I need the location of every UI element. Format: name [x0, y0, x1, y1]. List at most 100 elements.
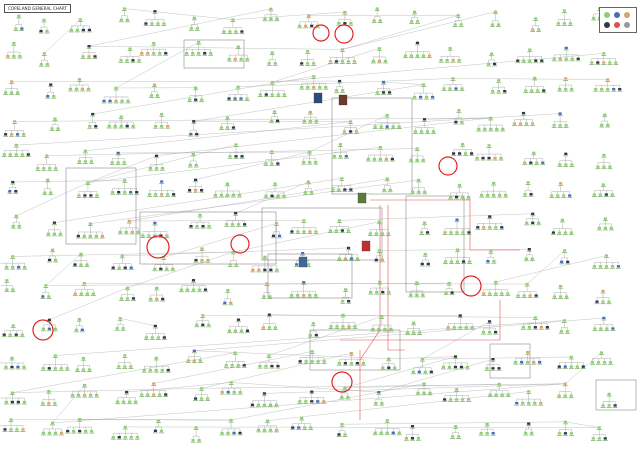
name-caption: [590, 440, 596, 441]
person-node: [566, 260, 570, 264]
person-node: [245, 97, 249, 100]
cross-link-line: [120, 318, 156, 327]
person-node: [443, 260, 448, 263]
name-caption: [19, 30, 25, 31]
name-caption: [13, 217, 19, 219]
name-caption: [521, 62, 527, 64]
name-caption: [342, 389, 348, 391]
name-caption: [116, 193, 122, 195]
person-node: [232, 431, 236, 435]
person-node: [506, 292, 510, 295]
highlight-circle: [312, 24, 330, 42]
name-caption: [1, 156, 7, 157]
name-caption: [442, 401, 447, 402]
name-caption: [337, 82, 343, 84]
name-caption: [75, 237, 81, 239]
name-caption: [101, 102, 107, 104]
person-node: [118, 230, 122, 234]
name-caption: [372, 434, 378, 436]
person-node: [302, 219, 306, 222]
person-node: [3, 133, 8, 136]
person-node: [152, 83, 157, 86]
name-caption: [196, 54, 202, 56]
person-node: [261, 326, 265, 329]
name-caption: [612, 407, 618, 408]
person-node: [361, 361, 366, 365]
person-node: [610, 265, 615, 268]
person-node: [95, 194, 99, 197]
name-caption: [224, 225, 230, 227]
name-caption: [193, 181, 198, 183]
person-node: [245, 329, 250, 332]
person-node: [121, 327, 125, 330]
name-caption: [377, 148, 383, 150]
person-node: [129, 435, 133, 439]
name-caption: [242, 225, 248, 227]
portrait-box: [361, 240, 371, 252]
name-caption: [486, 65, 491, 67]
person-node: [448, 46, 452, 50]
name-caption: [376, 252, 382, 253]
person-node: [23, 265, 27, 269]
cross-link-line: [16, 182, 88, 216]
cross-link-line: [527, 250, 565, 285]
person-node: [186, 359, 190, 362]
group-frame: [267, 253, 353, 299]
name-caption: [43, 287, 49, 288]
name-caption: [308, 429, 314, 430]
name-caption: [58, 369, 64, 371]
person-node: [485, 422, 489, 426]
name-caption: [522, 164, 528, 166]
person-node: [332, 154, 336, 158]
name-caption: [377, 160, 383, 162]
name-caption: [297, 402, 303, 404]
cross-link-line: [201, 383, 566, 389]
person-node: [14, 214, 18, 218]
name-caption: [331, 157, 337, 159]
person-node: [552, 295, 557, 298]
person-node: [45, 154, 49, 157]
name-caption: [89, 432, 95, 434]
person-node: [522, 294, 526, 297]
name-caption: [266, 329, 272, 331]
name-caption: [451, 155, 456, 156]
name-caption: [7, 156, 13, 157]
person-node: [417, 370, 421, 373]
person-node: [491, 431, 495, 435]
cross-link-line: [267, 391, 529, 421]
name-caption: [534, 164, 540, 166]
name-caption: [262, 258, 268, 260]
person-node: [416, 391, 420, 395]
person-node: [265, 419, 270, 422]
name-caption: [266, 316, 272, 318]
name-caption: [461, 263, 466, 264]
name-caption: [10, 291, 16, 293]
person-node: [611, 327, 615, 330]
name-caption: [272, 185, 278, 187]
person-node: [338, 154, 342, 158]
person-node: [598, 193, 602, 196]
name-caption: [69, 31, 74, 33]
name-caption: [386, 293, 392, 295]
name-caption: [80, 90, 85, 92]
person-node: [385, 113, 389, 117]
name-caption: [115, 403, 121, 405]
person-node: [556, 194, 560, 197]
name-caption: [494, 130, 500, 132]
person-node: [258, 364, 262, 368]
name-caption: [81, 237, 87, 239]
person-node: [188, 163, 192, 167]
person-node: [149, 297, 153, 301]
person-node: [489, 116, 493, 120]
person-node: [11, 180, 15, 184]
name-caption: [38, 32, 44, 34]
name-caption: [161, 25, 167, 26]
person-node: [195, 132, 199, 136]
person-node: [53, 431, 58, 435]
name-caption: [453, 368, 458, 370]
person-node: [228, 263, 232, 266]
name-caption: [526, 328, 532, 330]
name-caption: [9, 94, 15, 96]
name-caption: [152, 86, 157, 88]
person-node: [314, 333, 318, 337]
